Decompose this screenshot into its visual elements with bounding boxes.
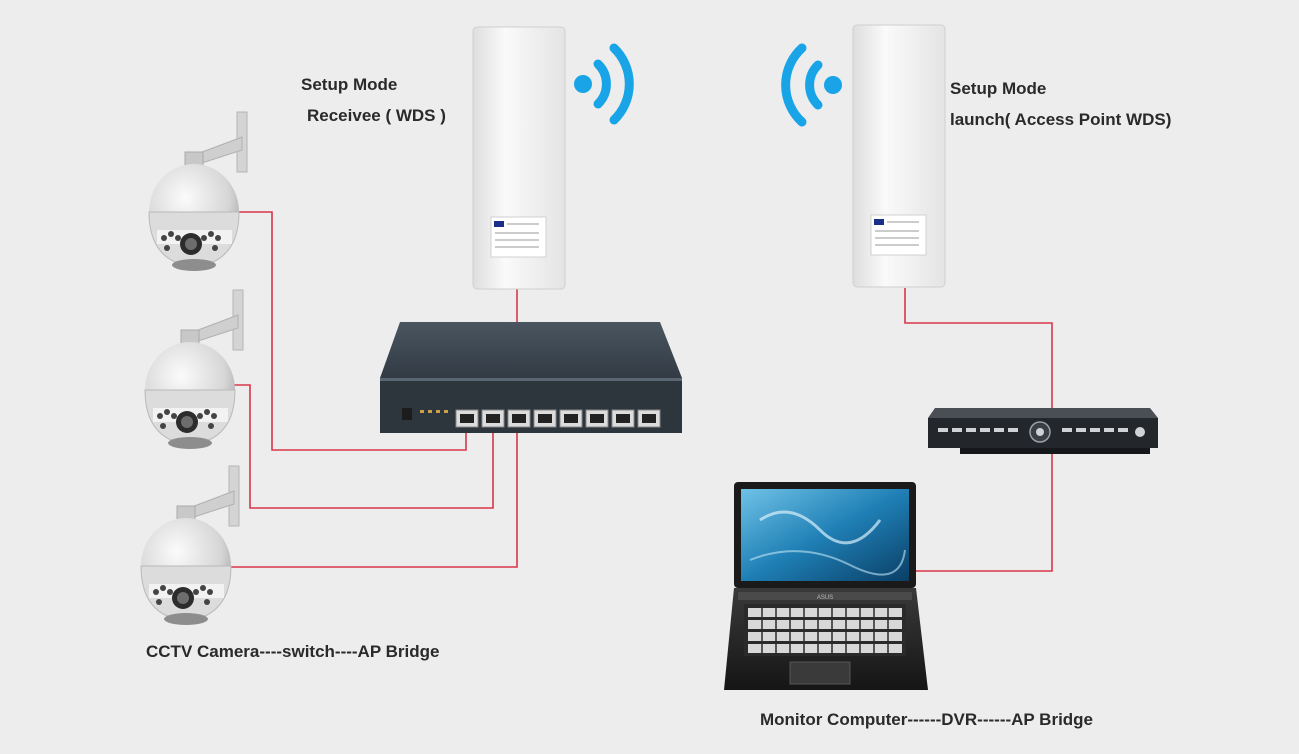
cable-launcher-dvr	[904, 288, 1053, 412]
ptz-dome-camera-icon	[140, 465, 240, 626]
dvr-icon	[928, 408, 1158, 454]
ap-bridge-icon	[852, 24, 946, 288]
cable-dvr-laptop	[915, 452, 1053, 572]
cable-cam1-switch	[195, 211, 467, 451]
wifi-waves-icon	[574, 43, 634, 125]
ethernet-switch-icon	[380, 322, 682, 433]
laptop-brand: ASUS	[817, 595, 833, 601]
ptz-dome-camera-icon	[144, 289, 244, 450]
launcher-mode-value: launch( Access Point WDS)	[950, 110, 1172, 129]
laptop-icon: ASUS	[724, 482, 928, 690]
wifi-waves-icon	[781, 43, 842, 127]
caption-right: Monitor Computer------DVR------AP Bridge	[760, 710, 1094, 729]
receiver-mode-value: Receivee ( WDS )	[307, 106, 446, 125]
cable-cam3-switch	[190, 428, 518, 568]
receiver-mode-label: Setup Mode	[301, 75, 398, 94]
caption-left: CCTV Camera----switch----AP Bridge	[146, 642, 440, 661]
ap-bridge-icon	[472, 26, 566, 290]
ptz-dome-camera-icon	[148, 111, 248, 272]
launcher-mode-label: Setup Mode	[950, 79, 1047, 98]
